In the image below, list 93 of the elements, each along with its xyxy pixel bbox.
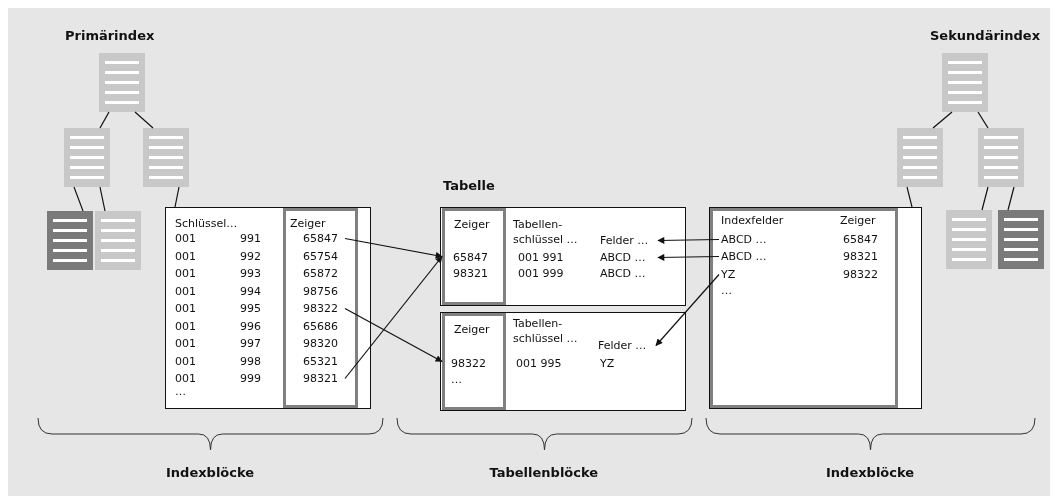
arrow: [657, 253, 720, 261]
index-page-icon: [64, 128, 110, 187]
pointer-value: 98322: [451, 356, 486, 371]
pointer-column: [442, 313, 506, 410]
column-heading: Zeiger: [454, 322, 490, 337]
group-caption: Indexblöcke: [166, 465, 255, 480]
connector-line: [134, 111, 154, 129]
column-heading: Zeiger: [454, 217, 490, 232]
index-page-icon: [978, 128, 1024, 187]
column-heading: Indexfelder: [721, 213, 784, 228]
ellipsis-text: …: [175, 384, 186, 399]
arrow: [344, 237, 443, 259]
column-heading: Tabellen- schlüssel …: [513, 217, 579, 247]
ellipsis-text: …: [451, 372, 462, 387]
key-value: 001: [175, 371, 196, 386]
pointer-value: 65847: [453, 250, 488, 265]
connector-line: [977, 111, 989, 129]
connector-line: [906, 186, 913, 208]
group-caption: Tabellenblöcke: [489, 465, 599, 480]
pointer-value: 65754: [303, 248, 343, 264]
group-caption: Indexblöcke: [826, 465, 915, 480]
pointer-value: 98322: [843, 267, 878, 282]
column-heading: Tabellen- schlüssel …: [513, 316, 579, 346]
key-value: 001 995: [516, 356, 562, 371]
section-heading: Tabelle: [443, 178, 495, 193]
data-block: [440, 207, 686, 306]
key-value: 992: [240, 248, 261, 264]
index-page-icon: [99, 53, 145, 112]
connector-line: [932, 111, 953, 129]
section-heading: Sekundärindex: [930, 28, 1041, 43]
key-value: 001: [175, 231, 196, 246]
section-heading: Primärindex: [65, 28, 155, 43]
column-heading: Schlüssel…: [175, 216, 238, 231]
pointer-column: [442, 208, 506, 305]
index-page-icon: [942, 53, 988, 112]
data-block: [440, 312, 686, 411]
index-page-icon: [47, 211, 93, 270]
key-value: 001: [175, 283, 196, 299]
key-value: 001: [175, 353, 196, 369]
field-value: ABCD …: [721, 249, 773, 264]
key-value: 001: [175, 336, 196, 351]
column-heading: Zeiger: [290, 216, 326, 231]
key-value: 001 999: [518, 266, 564, 281]
key-value: 991: [240, 231, 261, 246]
pointer-value: 98756: [303, 283, 343, 299]
connector-line: [73, 186, 84, 212]
pointer-value: 65872: [303, 266, 343, 281]
pointer-value: 65847: [843, 232, 878, 247]
arrow: [344, 307, 443, 363]
key-value: 997: [240, 336, 261, 351]
key-value: 998: [240, 353, 261, 369]
key-value: 994: [240, 283, 261, 299]
connector-line: [99, 111, 110, 129]
field-value: ABCD …: [600, 250, 656, 265]
pointer-value: 65321: [303, 353, 343, 369]
index-page-icon: [143, 128, 189, 187]
field-value: YZ: [600, 356, 615, 371]
pointer-value: 65847: [303, 231, 343, 246]
pointer-value: 98320: [303, 336, 343, 351]
arrow: [655, 273, 720, 347]
index-page-icon: [95, 211, 141, 270]
key-value: 001: [175, 266, 196, 281]
index-page-icon: [946, 210, 992, 269]
pointer-value: 65686: [303, 318, 343, 334]
pointer-value: 98321: [843, 249, 878, 264]
data-block: [165, 207, 371, 409]
field-value: YZ: [721, 267, 741, 282]
pointer-value: 98322: [303, 301, 343, 316]
connector-line: [1007, 186, 1015, 211]
key-value: 993: [240, 266, 261, 281]
field-value: ABCD …: [600, 266, 656, 281]
column-heading: Zeiger: [840, 213, 876, 228]
index-page-icon: [897, 128, 943, 187]
key-value: 995: [240, 301, 261, 316]
key-value: 999: [240, 371, 261, 386]
connector-line: [99, 186, 106, 212]
key-value: 001 991: [518, 250, 564, 265]
connector-line: [174, 186, 180, 208]
field-heading: Felder …: [600, 233, 656, 248]
arrow: [344, 255, 443, 380]
pointer-column: [283, 208, 358, 408]
key-value: 001: [175, 248, 196, 264]
ellipsis-text: …: [721, 283, 732, 298]
pointer-value: 98321: [453, 266, 488, 281]
index-page-icon: [998, 210, 1044, 269]
field-value: ABCD …: [721, 232, 773, 247]
field-heading: Felder …: [598, 338, 654, 353]
key-value: 996: [240, 318, 261, 334]
arrow: [657, 236, 720, 244]
key-value: 001: [175, 318, 196, 334]
key-value: 001: [175, 301, 196, 316]
connector-line: [981, 186, 989, 211]
pointer-value: 98321: [303, 371, 343, 386]
